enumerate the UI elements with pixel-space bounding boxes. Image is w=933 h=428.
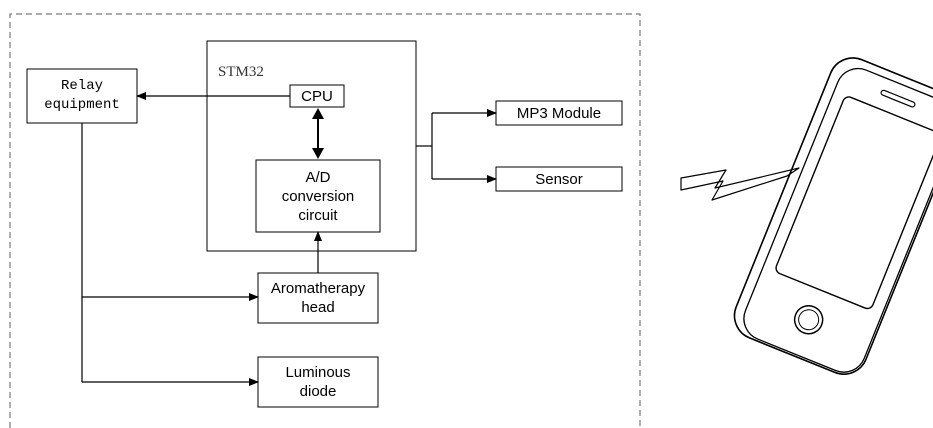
smartphone-icon bbox=[733, 57, 933, 375]
relay-label-line2: equipment bbox=[44, 97, 120, 113]
stm32-label: STM32 bbox=[218, 63, 264, 80]
aroma-box bbox=[257, 272, 379, 324]
sensor-box bbox=[495, 166, 623, 192]
relay-label-line1: Relay bbox=[60, 78, 103, 94]
wireless-signal-icon bbox=[680, 167, 800, 201]
cpu-adc-arrowhead-up bbox=[312, 108, 324, 119]
diode-label-line2: diode bbox=[299, 383, 337, 400]
cpu-adc-arrowhead-down bbox=[312, 148, 324, 159]
aroma-label: Aromatherapy head bbox=[258, 273, 378, 323]
diode-box bbox=[257, 356, 379, 408]
mp3-label: MP3 Module bbox=[516, 104, 602, 122]
sensor-label: Sensor bbox=[535, 170, 583, 188]
aroma-label-line2: head bbox=[301, 299, 335, 316]
diode-label: Luminous diode bbox=[258, 357, 378, 407]
dashed-system-border bbox=[9, 13, 641, 428]
adc-label-line1: A/D bbox=[305, 168, 331, 186]
cpu-label: CPU bbox=[301, 87, 333, 105]
adc-box bbox=[255, 159, 381, 233]
adc-label-line3: circuit bbox=[298, 206, 338, 224]
adc-label-line2: conversion bbox=[281, 187, 355, 205]
diode-label-line1: Luminous bbox=[285, 364, 351, 381]
adc-label: A/D conversion circuit bbox=[256, 160, 380, 232]
relay-label: Relay equipment bbox=[27, 69, 137, 123]
aroma-label-line1: Aromatherapy bbox=[270, 280, 366, 297]
